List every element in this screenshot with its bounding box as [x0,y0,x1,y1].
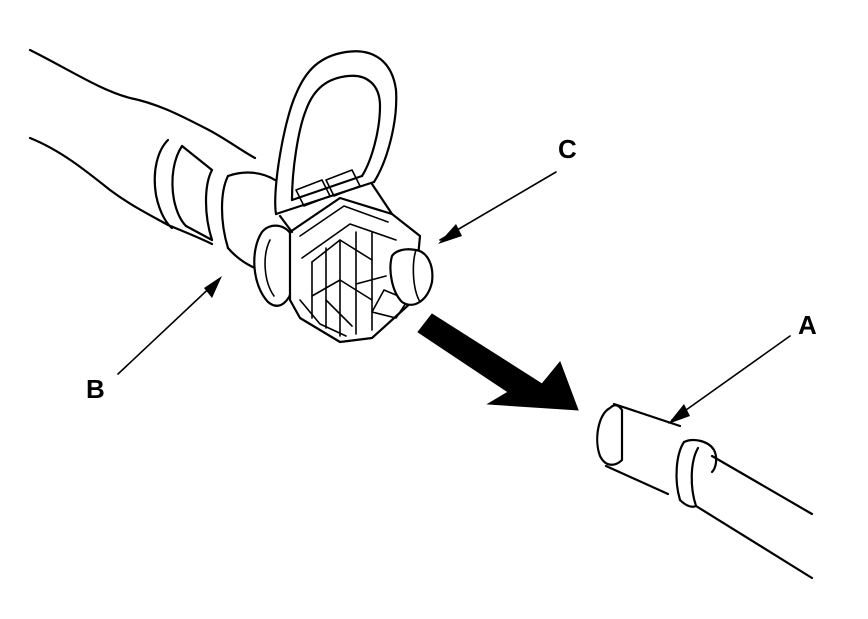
label-a: A [798,310,817,340]
fuel-hose [28,48,257,250]
leader-a [671,335,791,421]
label-c: C [558,134,577,164]
leader-c-arrowhead [438,224,462,244]
disconnect-direction-arrow [417,313,579,411]
leader-c [439,171,557,241]
retainer-handle [274,50,398,234]
leader-b-arrowhead [204,276,222,298]
leader-a-arrowhead [668,404,690,424]
label-b: B [86,374,105,404]
leader-b [117,279,219,375]
quick-connector-body [226,171,434,344]
leader-lines [117,171,791,424]
fuel-pipe [596,402,814,580]
